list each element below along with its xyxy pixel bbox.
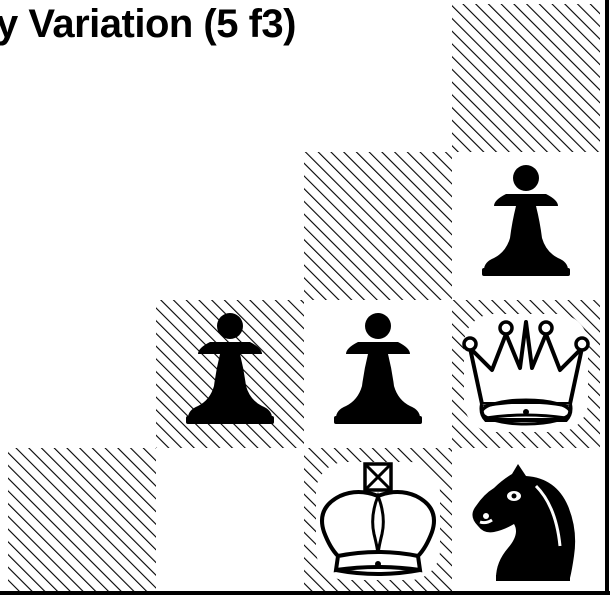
dark-square: [8, 448, 156, 595]
white-king-icon: [316, 462, 440, 580]
dark-square: [304, 152, 452, 300]
light-square: [156, 448, 304, 595]
dark-square: [452, 4, 600, 152]
white-queen-icon: [464, 314, 588, 432]
